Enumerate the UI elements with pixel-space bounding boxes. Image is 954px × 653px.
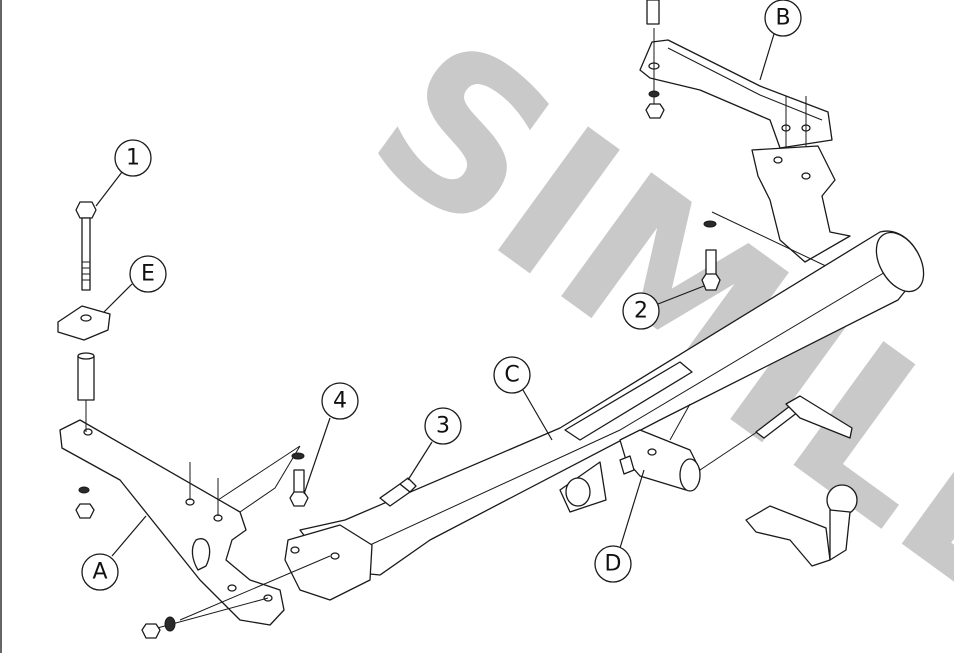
- callout-2: 2: [622, 285, 705, 330]
- side-plate-right-body: [751, 145, 851, 263]
- holder-d: [559, 395, 858, 567]
- callout-1-circle: [114, 139, 152, 177]
- bolt-4: [289, 452, 309, 507]
- callout-e-leader: [103, 283, 133, 313]
- bolt-2: [701, 211, 831, 291]
- socket-plate-ring: [565, 477, 591, 507]
- callout-3-leader: [407, 441, 433, 481]
- bolt-1-head: [75, 201, 97, 219]
- plate-e-hole: [80, 314, 92, 322]
- side-plate-hole: [801, 172, 811, 180]
- callout-c-circle: [493, 356, 531, 394]
- callout-1: 1: [95, 139, 152, 207]
- crossbar-c-edge: [369, 267, 893, 546]
- washer: [78, 486, 90, 494]
- callout-e-label: E: [141, 262, 155, 287]
- callout-b-circle: [764, 0, 802, 37]
- bolt-2-shank: [705, 249, 717, 277]
- callout-e: E: [103, 255, 167, 313]
- side-plate-right: [751, 145, 851, 263]
- bracket-a: [59, 419, 331, 639]
- callout-3-label: 3: [436, 414, 450, 439]
- callout-b-label: B: [775, 6, 790, 31]
- crossbar-c-end-plate: [284, 524, 373, 601]
- bracket-b-edge: [667, 47, 823, 121]
- hex-nut: [75, 503, 95, 519]
- bracket-a-hole: [83, 428, 93, 436]
- bolt-2-head: [701, 273, 721, 291]
- bolt-4-shank: [293, 469, 305, 495]
- holder-d-socket: [679, 458, 701, 492]
- bracket-a-slot: [191, 538, 211, 571]
- end-plate-hole: [290, 546, 300, 554]
- callout-c-leader: [522, 389, 553, 441]
- washer: [291, 452, 305, 460]
- bolt-3-head: [399, 477, 417, 493]
- bolt-3: [379, 477, 417, 507]
- washer: [648, 90, 660, 98]
- crossbar-c: [284, 230, 925, 601]
- holder-d-hole: [647, 448, 657, 456]
- callout-4: 4: [303, 382, 359, 495]
- holder-d-wire: [669, 403, 691, 441]
- bracket-b-plate: [639, 39, 833, 149]
- bolt-1-thread: [82, 261, 90, 281]
- callout-a-leader: [111, 515, 147, 557]
- callout-b-leader: [759, 33, 775, 81]
- callout-2-label: 2: [634, 299, 648, 324]
- side-plate-hole: [773, 156, 783, 164]
- bolt-4-head: [289, 491, 309, 507]
- plate-e: [57, 305, 111, 341]
- spacer-tube-top: [77, 352, 95, 360]
- spacer-tube: [77, 355, 95, 401]
- callout-4-circle: [321, 382, 359, 420]
- bolt-1-shank: [81, 217, 91, 291]
- callout-4-leader: [303, 417, 331, 495]
- callout-a: A: [81, 515, 147, 591]
- callout-3-circle: [424, 407, 462, 445]
- callout-a-label: A: [92, 560, 107, 585]
- callout-d: D: [594, 469, 645, 583]
- bolt-2-axis: [711, 211, 831, 269]
- callout-4-label: 4: [333, 389, 347, 414]
- callout-d-label: D: [605, 552, 622, 577]
- callout-2-leader: [657, 285, 705, 305]
- locking-handle: [785, 395, 853, 439]
- callout-d-leader: [619, 469, 645, 549]
- callout-b: B: [759, 0, 802, 81]
- bracket-a-plate: [59, 419, 285, 626]
- callout-a-circle: [81, 553, 119, 591]
- crossbar-c-pad: [564, 361, 693, 441]
- callout-c: C: [493, 356, 553, 441]
- callout-1-label: 1: [126, 146, 140, 171]
- bracket-b: [639, 0, 833, 180]
- bracket-a-leader-box: [217, 445, 301, 513]
- tow-ball-stem: [829, 509, 851, 561]
- end-plate-hole: [330, 552, 340, 560]
- washer: [164, 616, 176, 632]
- callout-3: 3: [407, 407, 462, 481]
- callout-1-leader: [95, 171, 123, 207]
- washer: [703, 220, 717, 228]
- pin-axis: [699, 429, 761, 471]
- callout-c-label: C: [504, 363, 519, 388]
- callout-e-circle: [129, 255, 167, 293]
- bracket-b-stud: [646, 0, 660, 25]
- bracket-a-hole: [227, 584, 237, 592]
- bolt-1-assembly: [57, 201, 111, 432]
- holder-d-bolt: [619, 455, 635, 475]
- crossbar-c-end: [875, 231, 925, 293]
- hex-nut: [141, 623, 161, 639]
- bracket-a-axis: [179, 555, 331, 621]
- callout-2-circle: [622, 292, 660, 330]
- callout-d-circle: [594, 545, 632, 583]
- hex-nut: [645, 103, 665, 119]
- tow-bar-neck: [745, 505, 831, 567]
